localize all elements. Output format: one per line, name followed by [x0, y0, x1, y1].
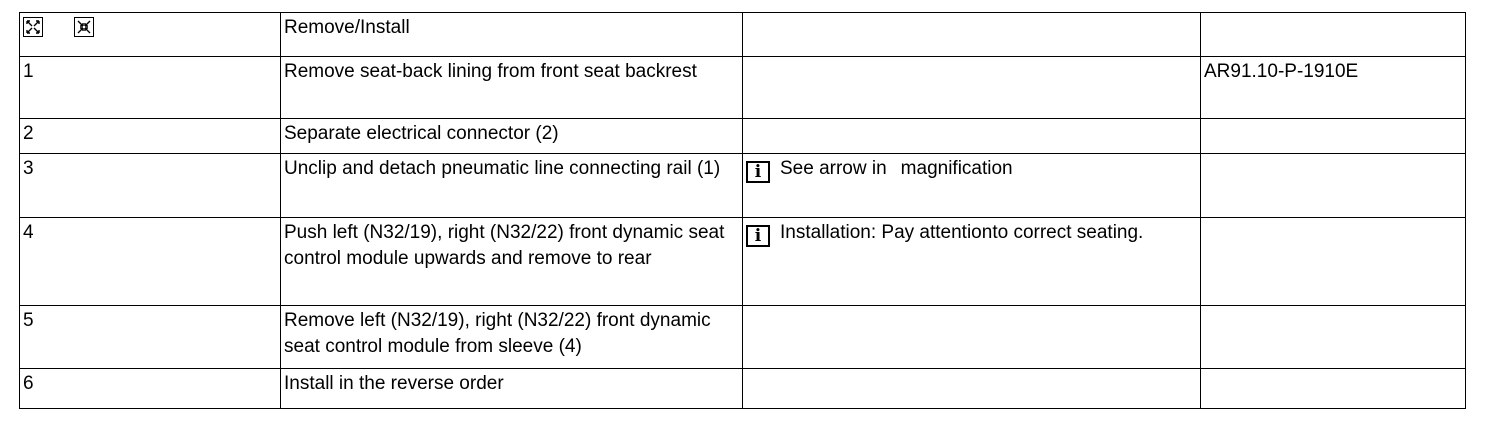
note-label: Installation: — [780, 222, 877, 243]
magnification-link[interactable]: magnification — [900, 158, 1013, 179]
step-reference — [1200, 305, 1466, 369]
step-number: 3 — [19, 153, 281, 218]
step-note: i Installation: Pay attentionto correct s… — [742, 217, 1201, 306]
note-text: Pay attentionto correct seating. — [881, 222, 1144, 243]
step-description: Push left (N32/19), right (N32/22) front… — [280, 217, 743, 306]
step-description: Remove seat-back lining from front seat … — [280, 56, 743, 119]
step-number: 6 — [19, 368, 281, 409]
info-icon[interactable]: i — [746, 225, 770, 247]
header-row: Remove/Install — [19, 12, 1466, 57]
step-description: Remove left (N32/19), right (N32/22) fro… — [280, 305, 743, 369]
step-description: Unclip and detach pneumatic line connect… — [280, 153, 743, 218]
note-text: See arrow in — [780, 158, 887, 179]
step-number: 5 — [19, 305, 281, 369]
step-reference — [1200, 217, 1466, 306]
table-row: 5 Remove left (N32/19), right (N32/22) f… — [19, 305, 1466, 369]
expand-arrows-icon[interactable] — [23, 17, 43, 37]
collapse-arrows-icon[interactable] — [74, 17, 94, 37]
table-row: 2 Separate electrical connector (2) — [19, 118, 1466, 154]
table-row: 3 Unclip and detach pneumatic line conne… — [19, 153, 1466, 218]
step-number: 1 — [19, 56, 281, 119]
step-reference — [1200, 153, 1466, 218]
table-row: 4 Push left (N32/19), right (N32/22) fro… — [19, 217, 1466, 306]
step-reference — [1200, 368, 1466, 409]
step-note — [742, 56, 1201, 119]
table-row: 6 Install in the reverse order — [19, 368, 1466, 409]
header-title: Remove/Install — [280, 12, 743, 57]
step-reference-link[interactable]: AR91.10-P-1910E — [1200, 56, 1466, 119]
step-note — [742, 368, 1201, 409]
step-description: Install in the reverse order — [280, 368, 743, 409]
procedure-table: Remove/Install 1 Remove seat-back lining… — [19, 12, 1466, 409]
step-note — [742, 118, 1201, 154]
step-number: 4 — [19, 217, 281, 306]
step-description: Separate electrical connector (2) — [280, 118, 743, 154]
info-icon[interactable]: i — [746, 161, 770, 183]
step-number: 2 — [19, 118, 281, 154]
header-icons-cell — [19, 12, 281, 57]
table-row: 1 Remove seat-back lining from front sea… — [19, 56, 1466, 119]
step-note: i See arrow in magnification — [742, 153, 1201, 218]
step-reference — [1200, 118, 1466, 154]
header-note-cell — [742, 12, 1201, 57]
header-ref-cell — [1200, 12, 1466, 57]
step-note — [742, 305, 1201, 369]
